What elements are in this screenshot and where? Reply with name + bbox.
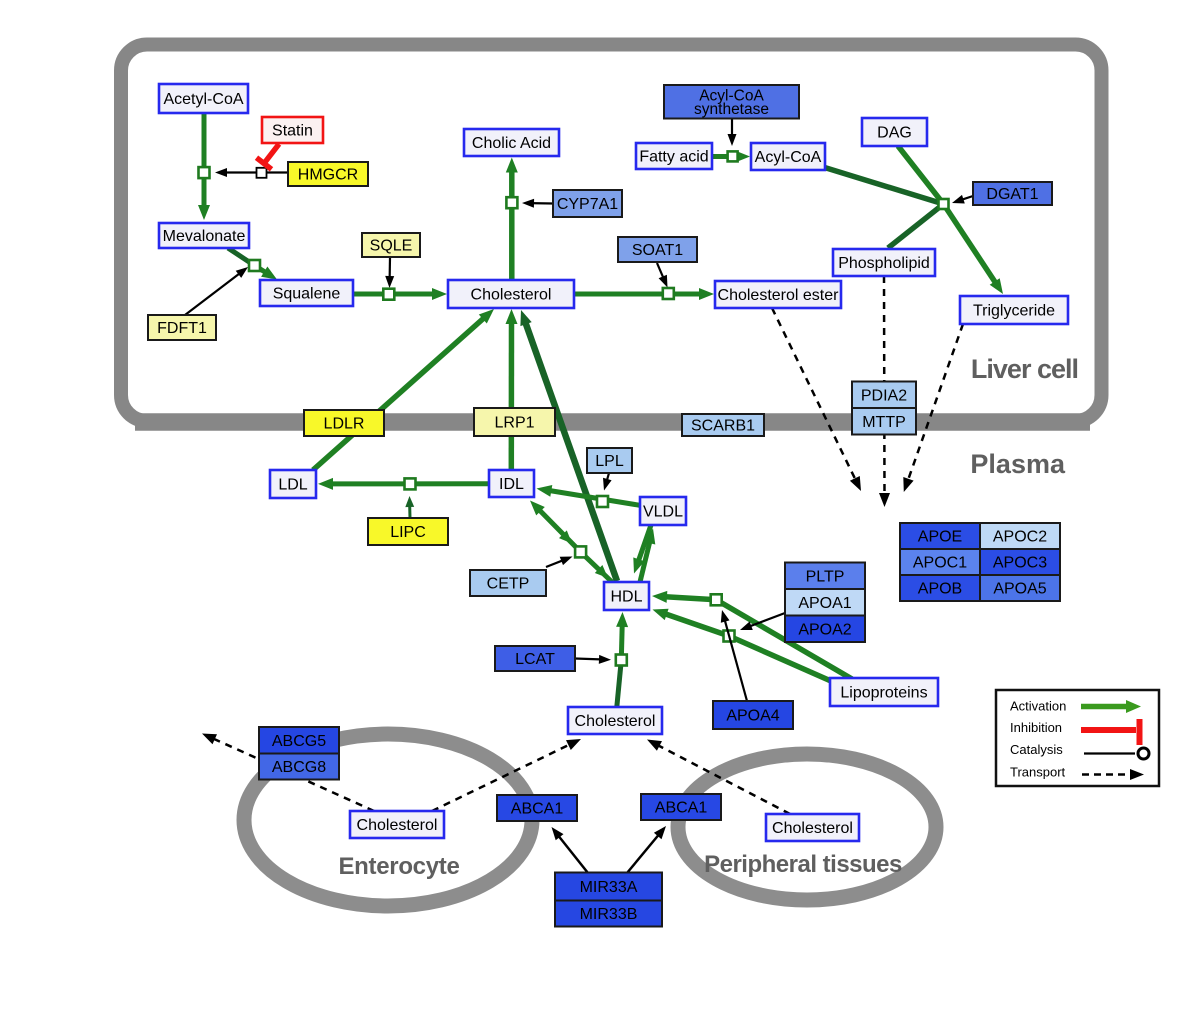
svg-text:LPL: LPL [595,453,624,470]
svg-text:Cholesterol: Cholesterol [471,287,552,304]
svg-text:Lipoproteins: Lipoproteins [840,685,927,702]
svg-text:Liver cell: Liver cell [971,354,1078,384]
svg-text:Inhibition: Inhibition [1010,720,1062,735]
svg-text:ABCG8: ABCG8 [272,759,326,776]
svg-text:Acyl-CoA: Acyl-CoA [755,149,822,166]
svg-text:ABCG5: ABCG5 [272,733,326,750]
svg-text:Cholesterol ester: Cholesterol ester [718,287,840,304]
svg-text:APOC3: APOC3 [993,555,1047,572]
svg-text:Mevalonate: Mevalonate [163,228,246,245]
svg-text:PLTP: PLTP [806,568,845,585]
svg-text:DGAT1: DGAT1 [986,186,1038,203]
svg-text:MIR33A: MIR33A [580,879,638,896]
svg-text:LRP1: LRP1 [494,415,534,432]
svg-text:Statin: Statin [272,123,313,140]
svg-text:SCARB1: SCARB1 [691,418,755,435]
svg-text:CETP: CETP [487,576,530,593]
svg-text:MIR33B: MIR33B [580,906,638,923]
svg-text:PDIA2: PDIA2 [861,387,907,404]
svg-text:Fatty acid: Fatty acid [639,149,708,166]
svg-text:HMGCR: HMGCR [298,167,358,184]
svg-text:DAG: DAG [877,125,912,142]
svg-text:APOB: APOB [918,581,962,598]
svg-text:synthetase: synthetase [694,101,769,118]
svg-text:Cholesterol: Cholesterol [772,820,853,837]
svg-text:IDL: IDL [499,476,524,493]
svg-text:LCAT: LCAT [515,651,555,668]
svg-text:Enterocyte: Enterocyte [338,853,459,880]
svg-text:SQLE: SQLE [370,238,413,255]
svg-text:CYP7A1: CYP7A1 [557,196,618,213]
svg-text:FDFT1: FDFT1 [157,320,207,337]
svg-text:ABCA1: ABCA1 [511,801,564,818]
svg-text:Cholic Acid: Cholic Acid [472,135,551,152]
svg-text:Cholesterol: Cholesterol [575,713,656,730]
svg-text:Peripheral tissues: Peripheral tissues [704,851,902,878]
svg-text:Catalysis: Catalysis [1010,742,1063,757]
svg-text:ABCA1: ABCA1 [655,800,708,817]
svg-text:Activation: Activation [1010,699,1066,714]
svg-text:Transport: Transport [1010,765,1066,780]
svg-text:APOE: APOE [918,529,962,546]
svg-text:APOA4: APOA4 [726,708,779,725]
svg-text:MTTP: MTTP [862,414,906,431]
svg-text:Acyl-CoA: Acyl-CoA [699,88,764,105]
svg-text:APOC2: APOC2 [993,529,1047,546]
svg-text:Triglyceride: Triglyceride [973,303,1055,320]
svg-text:APOA1: APOA1 [798,595,851,612]
svg-text:Cholesterol: Cholesterol [357,817,438,834]
svg-text:Squalene: Squalene [273,286,341,303]
svg-text:VLDL: VLDL [643,504,683,521]
svg-text:APOC1: APOC1 [913,555,967,572]
svg-text:APOA2: APOA2 [798,621,851,638]
svg-text:Phospholipid: Phospholipid [838,255,930,272]
svg-text:LDLR: LDLR [324,416,365,433]
svg-text:Plasma: Plasma [970,449,1066,479]
svg-text:SOAT1: SOAT1 [632,242,683,259]
svg-text:HDL: HDL [610,589,642,606]
svg-text:Acetyl-CoA: Acetyl-CoA [163,91,243,108]
svg-text:APOA5: APOA5 [993,581,1046,598]
svg-text:LDL: LDL [278,477,307,494]
svg-text:LIPC: LIPC [390,524,426,541]
